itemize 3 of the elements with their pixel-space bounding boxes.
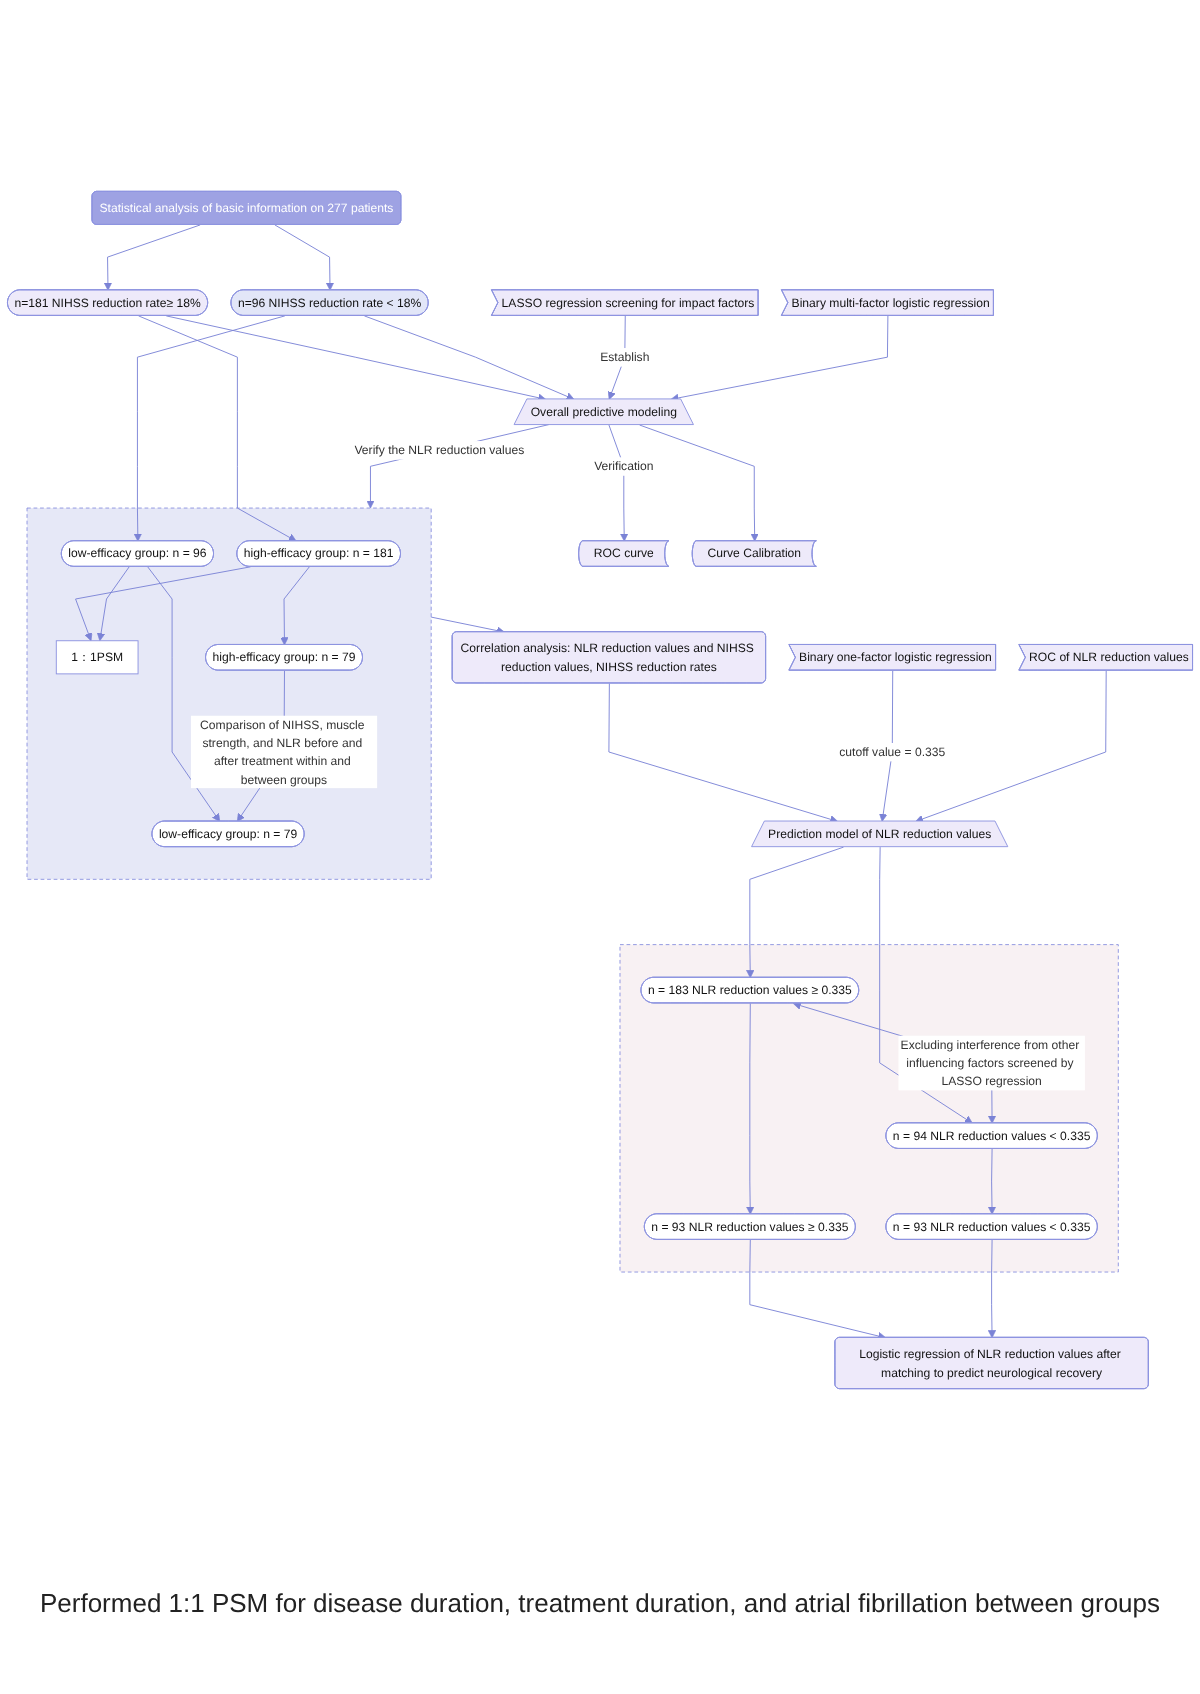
note-text: Performed 1:1 PSM for disease duration, treatment duration, and atrial fibrillation between groups: [39, 1588, 1161, 1618]
cluster: [26, 507, 432, 880]
cluster: [619, 944, 1119, 1273]
